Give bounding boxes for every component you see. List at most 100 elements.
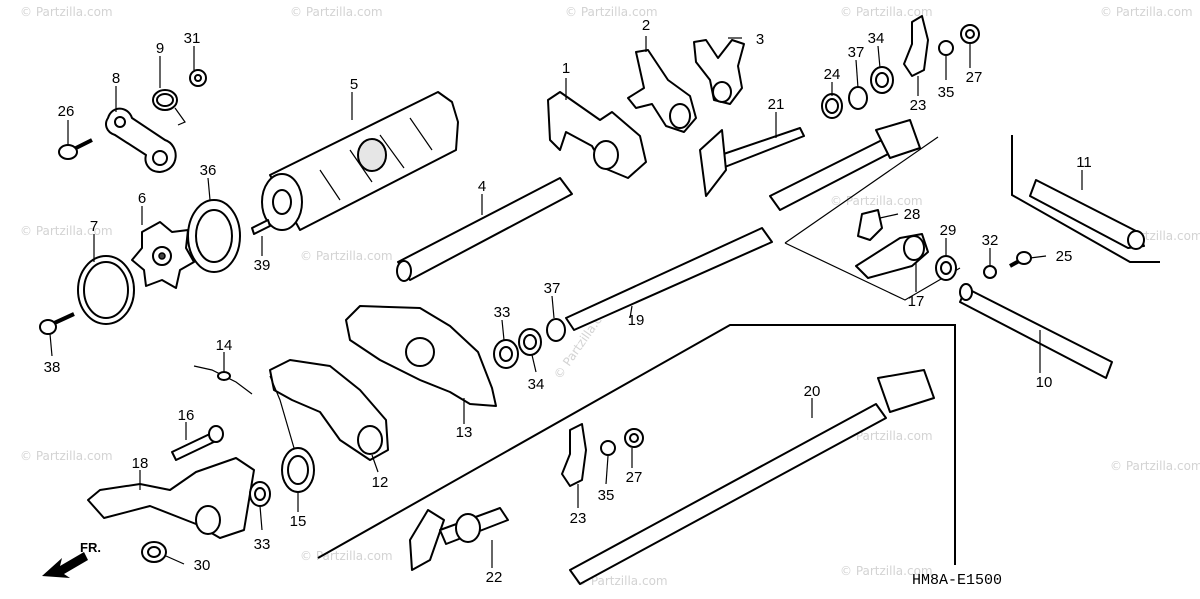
part-6-star-plate [131,221,195,289]
upper-frame-edge [784,136,939,244]
part-33-washer-middle [493,339,519,369]
part-14-spring [193,365,253,395]
callout-39: 39 [254,257,271,274]
callout-27-upper: 27 [966,69,983,86]
part-36-bearing [187,199,241,273]
part-33-washer-lower [249,481,271,507]
callout-23-upper: 23 [910,97,927,114]
part-23-arm-lower [561,423,587,487]
callout-2: 2 [642,17,650,34]
part-31-washer [189,69,207,87]
watermark: © Partzilla.com [300,549,393,563]
diagram-code: HM8A-E1500 [912,572,1002,589]
callout-22: 22 [486,569,503,586]
watermark: © Partzilla.com [20,449,113,463]
part-35-washer-upper [938,40,954,56]
part-17-arm [855,233,929,279]
part-21-shaft [699,127,805,197]
part-34-washer-upper [870,66,894,94]
callout-30: 30 [194,557,211,574]
callout-23-lower: 23 [570,510,587,527]
part-18-arm [87,457,255,539]
leader-lines [49,36,1083,568]
part-9-spring [152,89,186,126]
callout-33-middle: 33 [494,304,511,321]
part-20-shaft [569,369,935,585]
watermark: © Partzilla.com [840,564,933,578]
part-28-bracket [857,209,883,241]
callout-18: 18 [132,455,149,472]
part-16-bolt [171,425,224,461]
callout-3: 3 [756,31,764,48]
part-39-pin [251,219,271,235]
part-shaft-upper [769,119,921,211]
part-38-bolt [39,312,75,335]
part-5-shift-drum [261,91,459,231]
callout-28: 28 [904,206,921,223]
callout-33-lower: 33 [254,536,271,553]
front-direction-label: FR. [80,540,101,555]
callout-9: 9 [156,40,164,57]
callout-38: 38 [44,359,61,376]
part-35-washer-lower [600,440,616,456]
callout-11: 11 [1076,154,1092,171]
callout-29: 29 [940,222,957,239]
callout-16: 16 [178,407,195,424]
frame-lines [317,135,1160,565]
callout-34-middle: 34 [528,376,545,393]
callout-21: 21 [768,96,785,113]
callout-5: 5 [350,76,358,93]
watermark: © Partzilla.com [565,5,658,19]
callout-25: 25 [1056,248,1073,265]
watermark: © Partzilla.com [830,194,923,208]
callout-4: 4 [478,178,486,195]
watermark: © Partzilla.com [575,574,668,588]
part-7-plate [77,255,135,325]
part-1-shift-fork [547,91,647,179]
part-2-shift-fork [627,49,697,133]
callout-14: 14 [216,337,233,354]
part-24-spring [821,93,843,119]
part-29-washer [935,255,957,281]
callout-13: 13 [456,424,473,441]
watermark: © Partzilla.com [1110,459,1200,473]
watermark: © Partzilla.com [300,249,393,263]
callout-35-lower: 35 [598,487,615,504]
part-30-washer [141,541,167,563]
callout-27-lower: 27 [626,469,643,486]
callout-26: 26 [58,103,75,120]
callout-32: 32 [982,232,999,249]
part-15-spring [269,375,315,493]
callout-24: 24 [824,66,841,83]
watermark: © Partzilla.com [20,5,113,19]
callout-20: 20 [804,383,821,400]
watermark: © Partzilla.com [840,5,933,19]
callout-15: 15 [290,513,307,530]
callout-19: 19 [628,312,645,329]
part-23-arm-upper [903,15,929,77]
part-27-nut-upper [960,24,980,44]
part-13-plate [345,305,497,407]
callout-10: 10 [1036,374,1053,391]
part-25-bolt [1009,251,1032,268]
watermark: © Partzilla.com [290,5,383,19]
part-10-shaft [959,283,1113,379]
callout-8: 8 [112,70,120,87]
watermark: © Partzilla.com [1100,5,1193,19]
part-22-shaft [409,507,509,571]
front-direction-arrow: FR. [42,540,101,578]
callout-34-upper: 34 [868,30,885,47]
part-4-shaft [396,177,573,282]
callout-31: 31 [184,30,201,47]
part-32-washer [983,265,997,279]
callout-36: 36 [200,162,217,179]
part-11-shaft [1029,179,1145,250]
part-37-clip-middle [546,318,566,342]
callout-37-upper: 37 [848,44,865,61]
callout-7: 7 [90,218,98,235]
lower-frame [317,324,956,565]
part-8-link [105,107,177,173]
callout-17: 17 [908,293,925,310]
part-37-clip-upper [848,86,868,110]
